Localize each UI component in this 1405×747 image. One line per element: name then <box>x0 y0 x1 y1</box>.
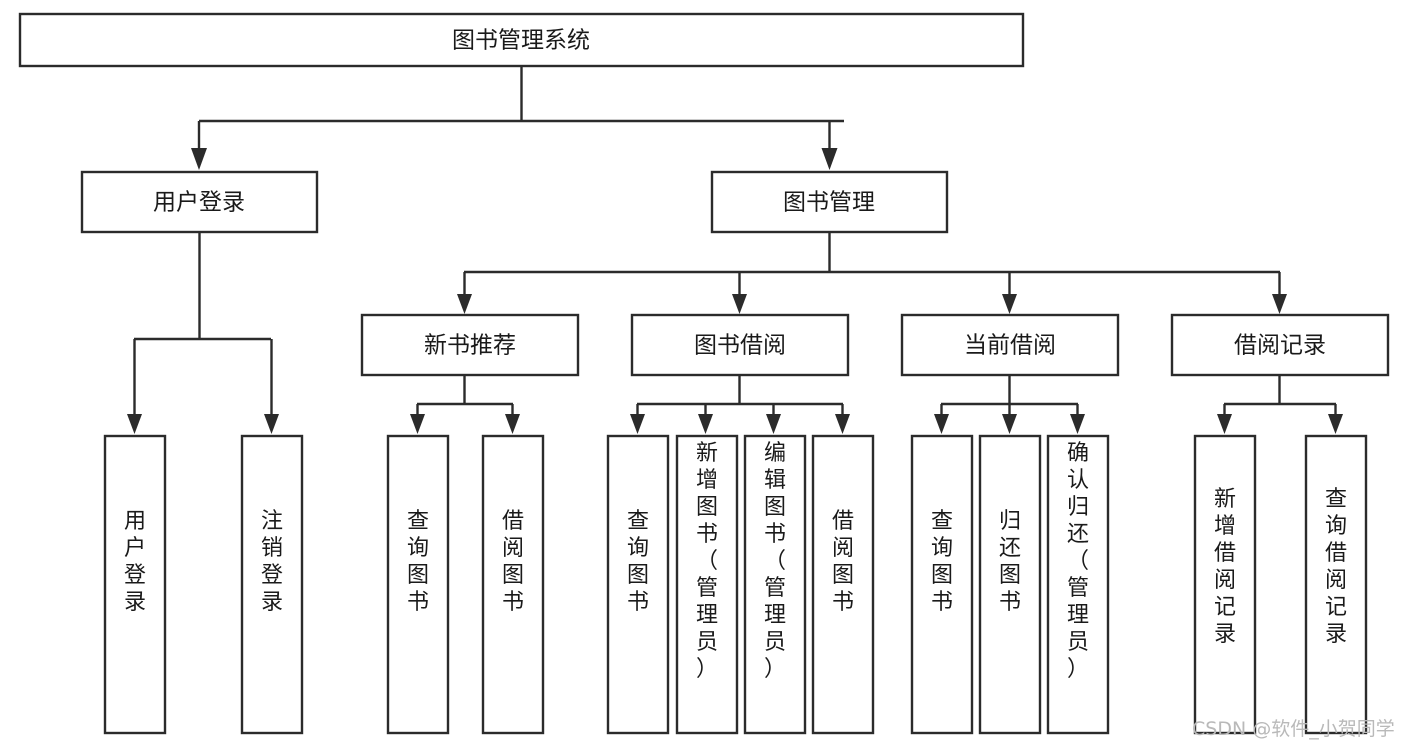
leaf-user-logout-label: 注销登录 <box>261 509 283 615</box>
node-new-book-recommend[interactable]: 新书推荐 <box>360 313 580 377</box>
leaf-query-book-3-box[interactable] <box>910 434 974 735</box>
arrow-bookmgmt-borrowrecord <box>1272 294 1287 314</box>
leaf-borrow-book-2-label: 借阅图书 <box>832 509 854 615</box>
leaf-add-book-label: 新增图书（管理员） <box>696 441 718 682</box>
leaf-query-record-label: 查询借阅记录 <box>1325 487 1347 647</box>
arrow-bookmgmt-currentborrow <box>1002 294 1017 314</box>
borrow-record-box[interactable] <box>1170 313 1390 377</box>
leaf-edit-book-label: 编辑图书（管理员） <box>764 441 786 682</box>
arrow-userlogin-leaf-2 <box>264 414 279 434</box>
node-leaf-borrow-book-2[interactable]: 借阅图书 <box>811 434 875 735</box>
user-login-box[interactable] <box>80 170 319 234</box>
node-leaf-query-record[interactable]: 查询借阅记录 <box>1304 434 1368 735</box>
leaf-confirm-return-label: 确认归还（管理员） <box>1067 441 1089 682</box>
node-leaf-return-book[interactable]: 归还图书 <box>978 434 1042 735</box>
leaf-return-book-label: 归还图书 <box>999 509 1021 615</box>
leaf-query-book-1-box[interactable] <box>386 434 450 735</box>
arrow-borrowrecord-leaf-1 <box>1217 414 1232 434</box>
node-leaf-query-book-1[interactable]: 查询图书 <box>386 434 450 735</box>
arrow-bookborrow-leaf-4 <box>835 414 850 434</box>
connector-layer <box>127 66 1343 434</box>
book-management-label: 图书管理 <box>783 190 875 216</box>
node-leaf-edit-book[interactable]: 编辑图书（管理员） <box>743 434 807 735</box>
leaf-borrow-book-1-box[interactable] <box>481 434 545 735</box>
arrow-newbook-leaf-1 <box>410 414 425 434</box>
book-management-box[interactable] <box>710 170 949 234</box>
new-book-recommend-box[interactable] <box>360 313 580 377</box>
arrow-currentborrow-leaf-3 <box>1070 414 1085 434</box>
node-borrow-record[interactable]: 借阅记录 <box>1170 313 1390 377</box>
new-book-recommend-label: 新书推荐 <box>424 333 516 359</box>
node-leaf-borrow-book-1[interactable]: 借阅图书 <box>481 434 545 735</box>
book-borrow-label: 图书借阅 <box>694 333 786 359</box>
arrow-borrowrecord-leaf-2 <box>1328 414 1343 434</box>
leaf-user-login-label: 用户登录 <box>124 509 146 615</box>
node-user-login[interactable]: 用户登录 <box>80 170 319 234</box>
arrow-bookmgmt-newbook <box>457 294 472 314</box>
node-leaf-confirm-return[interactable]: 确认归还（管理员） <box>1046 434 1110 735</box>
node-book-management[interactable]: 图书管理 <box>710 170 949 234</box>
arrow-currentborrow-leaf-1 <box>934 414 949 434</box>
leaf-query-book-1-label: 查询图书 <box>407 509 429 615</box>
leaf-query-book-2-label: 查询图书 <box>627 509 649 615</box>
leaf-borrow-book-2-box[interactable] <box>811 434 875 735</box>
leaf-user-login-box[interactable] <box>103 434 167 735</box>
leaf-return-book-box[interactable] <box>978 434 1042 735</box>
node-leaf-user-logout[interactable]: 注销登录 <box>240 434 304 735</box>
arrow-userlogin-leaf-1 <box>127 414 142 434</box>
arrow-newbook-leaf-2 <box>505 414 520 434</box>
arrow-root-to-user-login <box>191 148 207 170</box>
node-book-borrow[interactable]: 图书借阅 <box>630 313 850 377</box>
current-borrow-box[interactable] <box>900 313 1120 377</box>
leaf-user-logout-box[interactable] <box>240 434 304 735</box>
leaf-add-record-label: 新增借阅记录 <box>1214 487 1236 647</box>
leaf-add-book-box[interactable] <box>675 434 739 735</box>
node-leaf-query-book-2[interactable]: 查询图书 <box>606 434 670 735</box>
arrow-currentborrow-leaf-2 <box>1002 414 1017 434</box>
node-leaf-query-book-3[interactable]: 查询图书 <box>910 434 974 735</box>
arrow-bookborrow-leaf-1 <box>630 414 645 434</box>
node-leaf-add-book[interactable]: 新增图书（管理员） <box>675 434 739 735</box>
user-login-label: 用户登录 <box>153 190 245 216</box>
arrow-bookborrow-leaf-2 <box>698 414 713 434</box>
node-root[interactable]: 图书管理系统 <box>18 12 1025 68</box>
leaf-query-book-2-box[interactable] <box>606 434 670 735</box>
arrow-bookborrow-leaf-3 <box>766 414 781 434</box>
current-borrow-label: 当前借阅 <box>964 333 1056 359</box>
root-label: 图书管理系统 <box>452 28 590 54</box>
leaf-query-record-box[interactable] <box>1304 434 1368 735</box>
root-box[interactable] <box>18 12 1025 68</box>
node-leaf-add-record[interactable]: 新增借阅记录 <box>1193 434 1257 735</box>
arrow-root-to-book-management <box>821 148 838 170</box>
leaf-borrow-book-1-label: 借阅图书 <box>502 509 524 615</box>
leaf-add-record-box[interactable] <box>1193 434 1257 735</box>
leaf-confirm-return-box[interactable] <box>1046 434 1110 735</box>
node-leaf-user-login[interactable]: 用户登录 <box>103 434 167 735</box>
node-current-borrow[interactable]: 当前借阅 <box>900 313 1120 377</box>
book-borrow-box[interactable] <box>630 313 850 377</box>
borrow-record-label: 借阅记录 <box>1234 333 1326 359</box>
leaf-edit-book-box[interactable] <box>743 434 807 735</box>
leaf-query-book-3-label: 查询图书 <box>931 509 953 615</box>
arrow-bookmgmt-bookborrow <box>732 294 747 314</box>
watermark-label: CSDN @软件_小贺同学 <box>1192 718 1395 740</box>
